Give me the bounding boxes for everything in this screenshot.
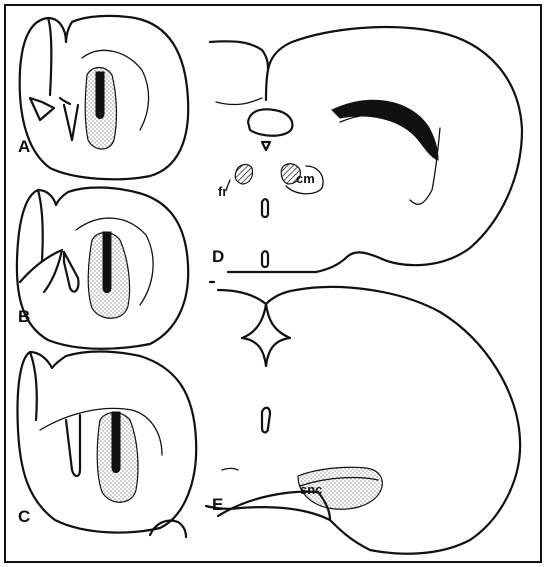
panel-a-dark-lesion	[96, 72, 104, 119]
panel-e-section: snc E	[206, 287, 520, 554]
panel-e-star-ventricle	[242, 304, 290, 366]
panel-b-ventricle-right	[64, 252, 78, 292]
panel-d-dark-crescent	[332, 100, 438, 160]
panel-d-label: D	[212, 247, 224, 266]
panel-b-label: B	[18, 307, 30, 326]
panel-d-outline	[210, 27, 522, 272]
panel-b-dark-lesion	[103, 232, 111, 293]
label-fr: fr	[218, 184, 227, 199]
panel-d-bottom-ventricle	[262, 251, 268, 267]
panel-d-small-ventricle	[262, 199, 268, 217]
panel-c-dark-lesion	[112, 412, 120, 473]
panel-e-outline	[206, 287, 520, 554]
panel-d-midline	[266, 70, 268, 100]
panel-a-midline	[48, 18, 51, 95]
panel-d-fr-hatched	[235, 165, 252, 184]
panel-c-midline	[30, 352, 37, 420]
panel-d-ventricle	[248, 109, 292, 135]
panel-d-section: fr cm D	[210, 27, 522, 272]
panel-e-label: E	[212, 495, 223, 514]
label-cm: cm	[296, 171, 315, 186]
panel-b-section: B	[17, 188, 188, 349]
panel-a-section: A	[18, 16, 188, 179]
panel-e-small-ventricle	[262, 408, 270, 433]
panel-c-ventricle	[66, 415, 80, 476]
panel-b-ventricle-left	[20, 250, 62, 292]
panel-c-section: C	[18, 352, 197, 538]
label-snc: snc	[300, 482, 322, 497]
panel-a-ventricle	[30, 98, 54, 120]
panel-c-label: C	[18, 507, 30, 526]
panel-a-label: A	[18, 137, 30, 156]
panel-b-midline	[38, 190, 43, 260]
